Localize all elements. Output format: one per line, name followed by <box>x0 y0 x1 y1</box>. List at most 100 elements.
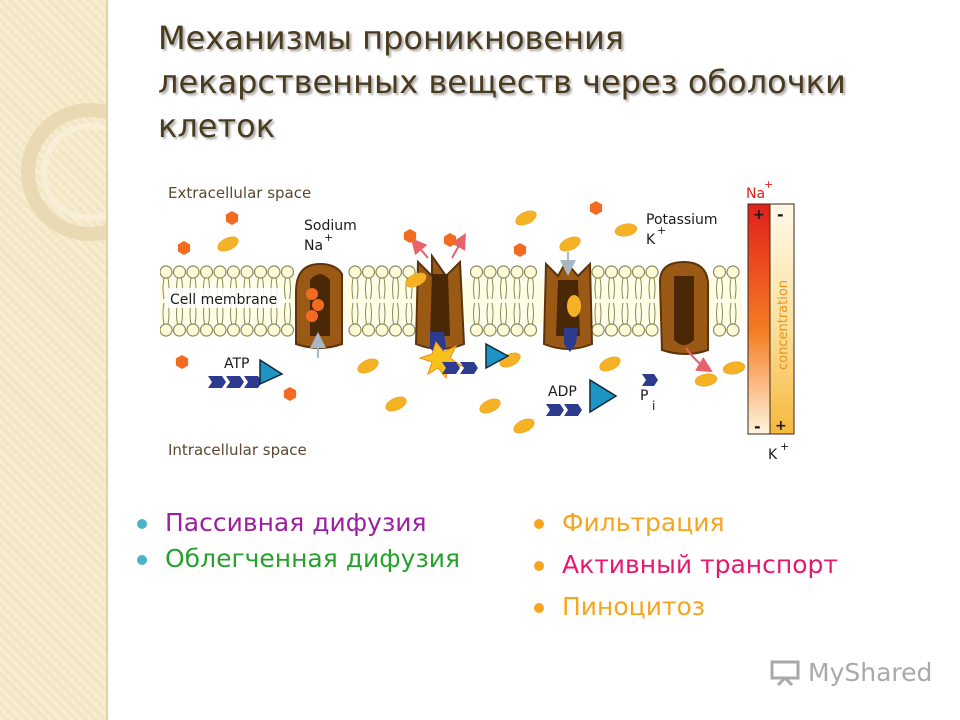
lipid-tail <box>729 277 732 300</box>
list-item: Активный транспорт <box>532 547 932 583</box>
sodium-ion <box>225 211 239 225</box>
lipid-head <box>253 265 268 279</box>
lipid-head <box>618 323 632 337</box>
membrane-transport-diagram: Extracellular space Intracellular space … <box>160 178 795 463</box>
lipid-head <box>172 323 187 337</box>
lipid-tail <box>370 277 372 300</box>
lipid-head <box>402 323 416 337</box>
sodium-ion <box>175 355 189 369</box>
lipid-tail <box>721 302 723 325</box>
list-item: Пиноцитоз <box>532 589 932 625</box>
lipid-head <box>712 265 727 279</box>
bullet-icon <box>137 519 147 529</box>
lipid-tail <box>392 277 394 300</box>
lipid-tail <box>599 277 602 300</box>
lipid-tail <box>734 277 737 300</box>
k-bar-charge: + <box>780 440 789 453</box>
sodium-ions <box>175 201 603 401</box>
sodium-ion <box>589 201 603 215</box>
lipid-tail <box>626 277 629 300</box>
lipid-head <box>160 265 173 279</box>
decorative-sidebar <box>0 0 108 720</box>
bullet-icon <box>137 555 147 565</box>
sodium-ion <box>403 229 417 243</box>
potassium-charge: + <box>657 224 666 237</box>
left-bullet-list: Пассивная дифузия Облегченная дифузия <box>135 505 495 577</box>
lipid-tail <box>513 302 516 325</box>
lipid-head <box>645 265 659 279</box>
lipid-tail <box>518 277 521 300</box>
sodium-ion <box>513 243 527 257</box>
k-bar-label: K <box>768 447 778 463</box>
lipid-head <box>280 323 295 337</box>
sodium-pump-open-inside <box>295 262 343 358</box>
atp-label: ATP <box>224 356 249 372</box>
lipid-tail <box>626 302 629 325</box>
lipid-tail <box>594 302 597 325</box>
lipid-head <box>496 323 511 337</box>
lipid-tail <box>716 302 718 325</box>
lipid-tail <box>356 302 359 325</box>
atp-molecule-2 <box>442 342 510 374</box>
sodium-pump-open-outside <box>410 233 466 380</box>
lipid-head <box>726 265 740 279</box>
lipid-tail <box>640 277 642 300</box>
lipid-head <box>348 323 362 337</box>
lipid-head <box>199 323 214 337</box>
lipid-head <box>645 323 659 337</box>
lipid-tail <box>491 277 494 300</box>
adp-molecule <box>546 378 618 416</box>
lipid-head <box>510 265 524 279</box>
lipid-tail <box>594 277 597 300</box>
lipid-tail <box>486 277 489 300</box>
lipid-tail <box>397 302 399 325</box>
lipid-tail <box>405 302 408 325</box>
lipid-head <box>213 265 227 279</box>
lipid-head <box>388 323 403 337</box>
lipid-tail <box>289 302 291 325</box>
lipid-tail <box>500 302 502 325</box>
sodium-symbol: Na <box>304 238 323 254</box>
lipid-tail <box>648 302 651 325</box>
lipid-head <box>240 323 254 337</box>
lipid-tail <box>505 277 507 300</box>
lipid-head <box>199 265 214 279</box>
lipid-head <box>375 265 389 279</box>
lipid-tail <box>284 302 286 325</box>
phosphate-label: P <box>640 388 648 404</box>
bullet-icon <box>534 561 544 571</box>
lipid-tail <box>383 277 386 300</box>
na-bar-top-sign: + <box>753 207 765 223</box>
lipid-tail <box>608 277 610 300</box>
lipid-head <box>591 265 605 279</box>
lipid-tail <box>289 277 291 300</box>
lipid-tail <box>513 277 516 300</box>
potassium-symbol: K <box>646 232 656 248</box>
watermark: MyShared <box>768 654 938 694</box>
lipid-head <box>483 323 497 337</box>
slide-title: Механизмы проникновения лекарственных ве… <box>158 16 938 148</box>
lipid-head <box>226 265 241 279</box>
lipid-head <box>186 323 200 337</box>
lipid-tail <box>397 277 399 300</box>
lipid-head <box>213 323 227 337</box>
k-bar-top-sign: - <box>777 205 784 224</box>
lipid-tail <box>162 302 165 325</box>
lipid-head <box>388 265 403 279</box>
lipid-head <box>726 323 740 337</box>
lipid-tail <box>351 277 354 300</box>
lipid-head <box>280 265 295 279</box>
lipid-tail <box>613 302 615 325</box>
lipid-tail <box>653 277 656 300</box>
lipid-head <box>591 323 605 337</box>
lipid-tail <box>729 302 732 325</box>
lipid-head <box>253 323 268 337</box>
lipid-head <box>226 323 241 337</box>
lipid-tail <box>613 277 615 300</box>
list-item: Пассивная дифузия <box>135 505 495 541</box>
lipid-tail <box>370 302 372 325</box>
bullet-icon <box>534 603 544 613</box>
lipid-head <box>186 265 200 279</box>
lipid-tail <box>653 302 656 325</box>
lipid-tail <box>716 277 718 300</box>
